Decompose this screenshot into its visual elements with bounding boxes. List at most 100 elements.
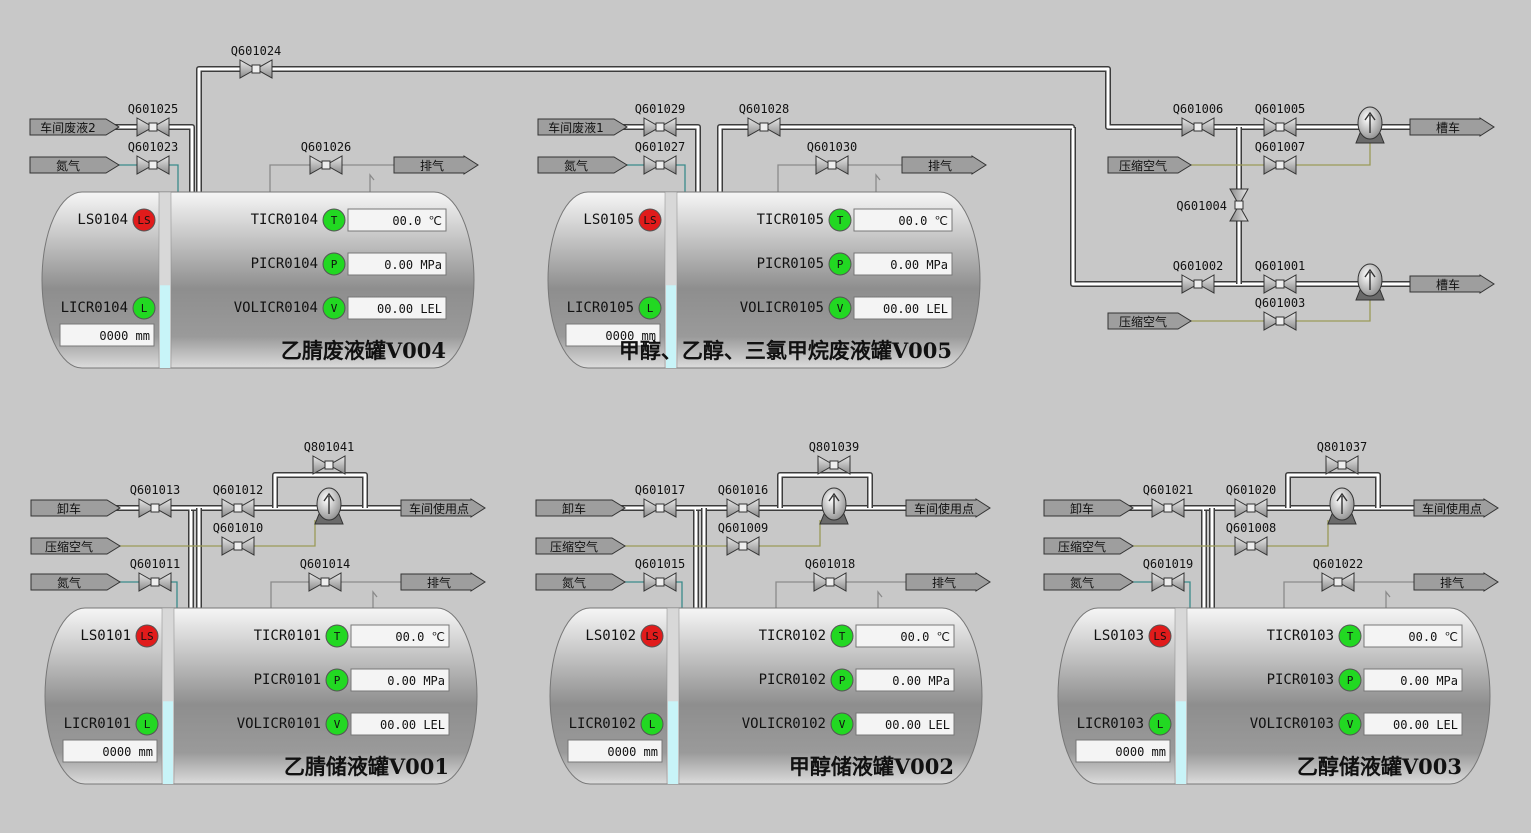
source-nitrogen[interactable]: 氮气: [1043, 573, 1134, 591]
tanker-out-bottom[interactable]: 槽车: [1409, 274, 1495, 294]
source-nitrogen[interactable]: 氮气: [30, 573, 121, 591]
ls-lamp[interactable]: LS: [132, 208, 156, 232]
source-air[interactable]: 压缩空气: [1043, 537, 1134, 555]
vi-lamp[interactable]: V: [322, 296, 346, 320]
valve-v1030[interactable]: [815, 155, 849, 175]
ti-lamp[interactable]: T: [828, 208, 852, 232]
valve-v1039[interactable]: [817, 455, 851, 475]
valve-v1019[interactable]: [1151, 572, 1185, 592]
valve-v1003[interactable]: [1263, 311, 1297, 331]
valve-v1002[interactable]: [1181, 274, 1215, 294]
exhaust-v004[interactable]: 排气: [393, 155, 479, 175]
valve-v1021[interactable]: [1151, 498, 1185, 518]
vi-lamp[interactable]: V: [325, 712, 349, 736]
valve-v1023[interactable]: [136, 155, 170, 175]
vi-lamp[interactable]: V: [830, 712, 854, 736]
valve-v1009[interactable]: [726, 536, 760, 556]
pi-value-box[interactable]: 0.00 MPa: [347, 252, 447, 276]
source-air-top[interactable]: 压缩空气: [1107, 156, 1192, 174]
li-lamp[interactable]: L: [135, 712, 159, 736]
exhaust-out[interactable]: 排气: [1413, 572, 1499, 592]
valve-v1013[interactable]: [138, 498, 172, 518]
pi-lamp[interactable]: P: [828, 252, 852, 276]
pump-bottom[interactable]: [1355, 263, 1385, 301]
source-nitrogen[interactable]: 氮气: [535, 573, 626, 591]
vi-lamp[interactable]: V: [1338, 712, 1362, 736]
valve-v1010[interactable]: [221, 536, 255, 556]
pi-value-box[interactable]: 0.00 MPa: [853, 252, 953, 276]
vi-value-box[interactable]: 00.00 LEL: [1363, 712, 1463, 736]
valve-v1020[interactable]: [1234, 498, 1268, 518]
valve-v1029[interactable]: [643, 117, 677, 137]
exhaust-out[interactable]: 排气: [400, 572, 486, 592]
li-value-box[interactable]: 0000 mm: [567, 739, 663, 763]
exhaust-out[interactable]: 排气: [905, 572, 991, 592]
valve-v1007[interactable]: [1263, 155, 1297, 175]
source-air[interactable]: 压缩空气: [535, 537, 626, 555]
valve-v1001[interactable]: [1263, 274, 1297, 294]
source-air-bottom[interactable]: 压缩空气: [1107, 312, 1192, 330]
source-unload[interactable]: 卸车: [535, 499, 626, 517]
li-value-box[interactable]: 0000 mm: [59, 323, 155, 347]
source-nitrogen-v005[interactable]: 氮气: [537, 156, 628, 174]
valve-v1012[interactable]: [221, 498, 255, 518]
ti-value-box[interactable]: 00.0 ℃: [1363, 624, 1463, 648]
shop-use-out[interactable]: 车间使用点: [400, 498, 486, 518]
valve-v1015[interactable]: [643, 572, 677, 592]
li-value-box[interactable]: 0000 mm: [1075, 739, 1171, 763]
valve-v1006[interactable]: [1181, 117, 1215, 137]
ls-lamp[interactable]: LS: [1148, 624, 1172, 648]
pump-V003[interactable]: [1327, 487, 1357, 525]
ti-lamp[interactable]: T: [830, 624, 854, 648]
valve-v1025[interactable]: [136, 117, 170, 137]
ti-value-box[interactable]: 00.0 ℃: [853, 208, 953, 232]
vi-value-box[interactable]: 00.00 LEL: [350, 712, 450, 736]
source-nitrogen-v004[interactable]: 氮气: [29, 156, 120, 174]
ls-lamp[interactable]: LS: [135, 624, 159, 648]
source-shop-waste1[interactable]: 车间废液1: [537, 118, 628, 136]
li-lamp[interactable]: L: [132, 296, 156, 320]
valve-v1018[interactable]: [813, 572, 847, 592]
pi-value-box[interactable]: 0.00 MPa: [1363, 668, 1463, 692]
ti-lamp[interactable]: T: [1338, 624, 1362, 648]
valve-v1028[interactable]: [747, 117, 781, 137]
valve-v1014[interactable]: [308, 572, 342, 592]
ls-lamp[interactable]: LS: [638, 208, 662, 232]
source-shop-waste2[interactable]: 车间废液2: [29, 118, 120, 136]
valve-v1037[interactable]: [1325, 455, 1359, 475]
source-unload[interactable]: 卸车: [1043, 499, 1134, 517]
vi-value-box[interactable]: 00.00 LEL: [853, 296, 953, 320]
ls-lamp[interactable]: LS: [640, 624, 664, 648]
valve-v1027[interactable]: [643, 155, 677, 175]
valve-v1026[interactable]: [309, 155, 343, 175]
valve-v1008[interactable]: [1234, 536, 1268, 556]
pump-V001[interactable]: [314, 487, 344, 525]
valve-v1005[interactable]: [1263, 117, 1297, 137]
li-lamp[interactable]: L: [640, 712, 664, 736]
pi-value-box[interactable]: 0.00 MPa: [855, 668, 955, 692]
vi-lamp[interactable]: V: [828, 296, 852, 320]
valve-v1016[interactable]: [726, 498, 760, 518]
valve-v1017[interactable]: [643, 498, 677, 518]
pump-V002[interactable]: [819, 487, 849, 525]
valve-v1041[interactable]: [312, 455, 346, 475]
shop-use-out[interactable]: 车间使用点: [1413, 498, 1499, 518]
valve-v1004[interactable]: [1229, 188, 1249, 222]
ti-value-box[interactable]: 00.0 ℃: [855, 624, 955, 648]
pi-lamp[interactable]: P: [1338, 668, 1362, 692]
source-unload[interactable]: 卸车: [30, 499, 121, 517]
shop-use-out[interactable]: 车间使用点: [905, 498, 991, 518]
li-value-box[interactable]: 0000 mm: [62, 739, 158, 763]
ti-value-box[interactable]: 00.0 ℃: [347, 208, 447, 232]
li-lamp[interactable]: L: [1148, 712, 1172, 736]
pi-lamp[interactable]: P: [830, 668, 854, 692]
vi-value-box[interactable]: 00.00 LEL: [347, 296, 447, 320]
li-lamp[interactable]: L: [638, 296, 662, 320]
ti-lamp[interactable]: T: [325, 624, 349, 648]
valve-v1011[interactable]: [138, 572, 172, 592]
valve-v1022[interactable]: [1321, 572, 1355, 592]
pump-top[interactable]: [1355, 106, 1385, 144]
ti-value-box[interactable]: 00.0 ℃: [350, 624, 450, 648]
ti-lamp[interactable]: T: [322, 208, 346, 232]
vi-value-box[interactable]: 00.00 LEL: [855, 712, 955, 736]
